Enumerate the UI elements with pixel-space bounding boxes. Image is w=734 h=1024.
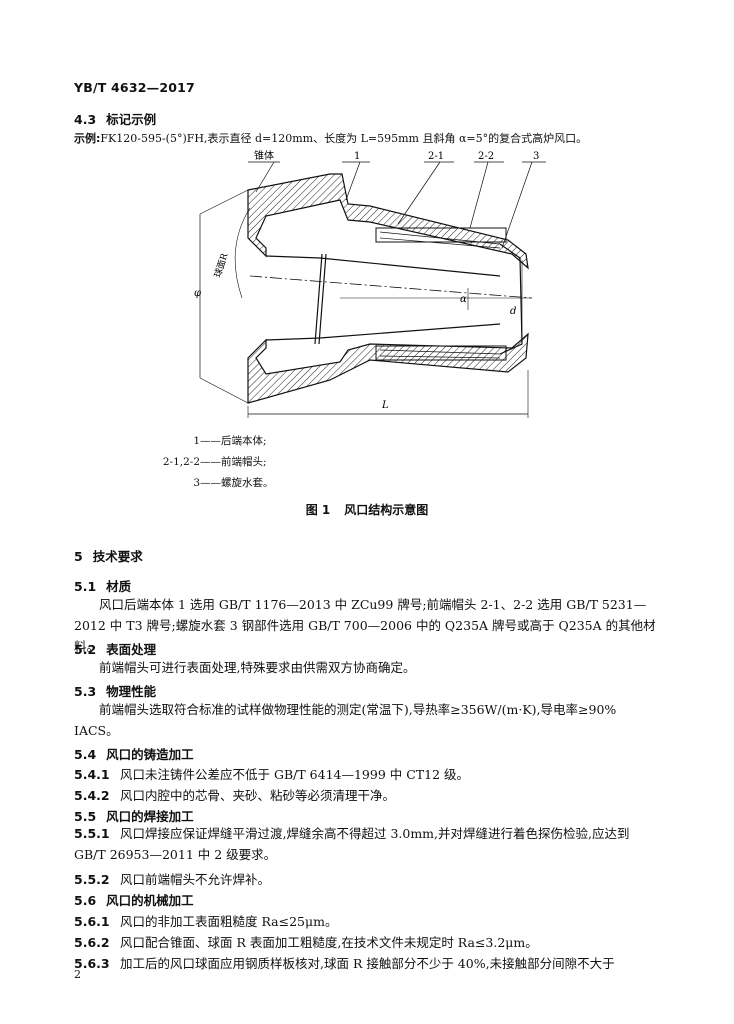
figure-caption: 图 1 风口结构示意图	[0, 501, 734, 518]
figure-legend: 1——后端本体; 2-1,2-2——前端帽头; 3——螺旋水套。	[108, 431, 274, 494]
label-phi: φ	[194, 288, 201, 299]
figure-title: 风口结构示意图	[344, 503, 429, 517]
label-d: d	[510, 306, 516, 317]
document-code: YB/T 4632—2017	[74, 80, 195, 95]
example-label: 示例:	[74, 132, 101, 145]
example-text: FK120-595-(5°)FH,表示直径 d=120mm、长度为 L=595m…	[100, 132, 588, 145]
label-L: L	[381, 400, 389, 411]
legend-item: 1——后端本体;	[193, 435, 267, 447]
legend-item: 2-1,2-2——前端帽头;	[162, 456, 267, 468]
label-part-2-2: 2-2	[478, 151, 494, 162]
section-4-3-heading: 4.3 标记示例	[74, 109, 156, 128]
upper-wall-section	[247, 173, 529, 270]
page-number: 2	[74, 968, 81, 981]
section-number: 4.3	[74, 112, 97, 127]
water-jacket-lower	[375, 345, 507, 361]
label-part-3: 3	[533, 151, 539, 162]
label-alpha: α	[460, 294, 467, 305]
section-5-1-text: 风口后端本体 1 选用 GB/T 1176—2013 中 ZCu99 牌号;前端…	[74, 597, 656, 654]
label-part-1: 1	[354, 151, 360, 162]
spiral-lines	[379, 231, 501, 359]
section-5-2-text: 前端帽头可进行表面处理,特殊要求由供需双方协商确定。	[99, 660, 416, 675]
tuyere-structure-figure: 锥体 1 2-1 2-2 3 球面R φ α d L	[194, 150, 546, 418]
example-line: 示例:FK120-595-(5°)FH,表示直径 d=120mm、长度为 L=5…	[74, 130, 587, 146]
legend-item: 3——螺旋水套。	[193, 477, 274, 489]
label-part-2-1: 2-1	[428, 151, 444, 162]
figure-number: 图 1	[305, 503, 331, 517]
label-sphere-r: 球面R	[211, 251, 230, 278]
centerline	[249, 275, 533, 299]
section-5-3-text: 前端帽头选取符合标准的试样做物理性能的测定(常温下),导热率≥356W/(m·K…	[74, 702, 617, 738]
front-nose	[499, 243, 523, 355]
section-title: 标记示例	[106, 112, 157, 127]
lower-wall-section	[247, 332, 529, 404]
label-taper: 锥体	[254, 150, 274, 162]
water-jacket-upper	[375, 227, 507, 243]
